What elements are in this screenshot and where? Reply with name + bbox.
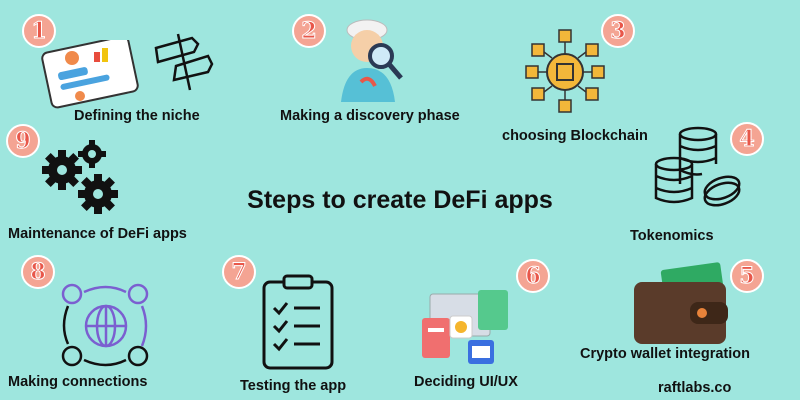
step-6-label: Deciding UI/UX — [414, 374, 518, 390]
coin-stack-icon — [654, 126, 741, 207]
step-2-badge: 2 — [292, 14, 326, 48]
page-title: Steps to create DeFi apps — [247, 186, 553, 214]
step-3-badge: 3 — [601, 14, 635, 48]
step-7-badge: 7 — [222, 255, 256, 289]
step-7-label: Testing the app — [240, 378, 347, 394]
step-5-badge: 5 — [730, 259, 764, 293]
wallet-icon — [634, 262, 728, 344]
ui-ux-screens-icon — [422, 290, 508, 364]
network-globe-icon — [61, 283, 149, 367]
step-1-badge: 1 — [22, 14, 56, 48]
signpost-icon — [154, 33, 214, 91]
step-2-label: Making a discovery phase — [280, 108, 460, 124]
step-4-label: Tokenomics — [630, 228, 714, 244]
step-8-badge: 8 — [21, 255, 55, 289]
blockchain-icon — [525, 29, 605, 113]
checklist-icon — [262, 274, 334, 370]
monitor-chart-icon — [41, 40, 139, 109]
step-3-label: choosing Blockchain — [502, 128, 648, 144]
step-5-label: Crypto wallet integration — [580, 346, 750, 362]
gears-icon — [42, 140, 118, 214]
magnifier-person-icon — [341, 19, 403, 102]
step-1-label: Defining the niche — [74, 108, 200, 124]
step-4-badge: 4 — [730, 122, 764, 156]
footer-brand: raftlabs.co — [658, 380, 732, 396]
step-8-label: Making connections — [8, 374, 148, 390]
step-9-label: Maintenance of DeFi apps — [8, 226, 187, 242]
step-9-badge: 9 — [6, 124, 40, 158]
step-6-badge: 6 — [516, 259, 550, 293]
